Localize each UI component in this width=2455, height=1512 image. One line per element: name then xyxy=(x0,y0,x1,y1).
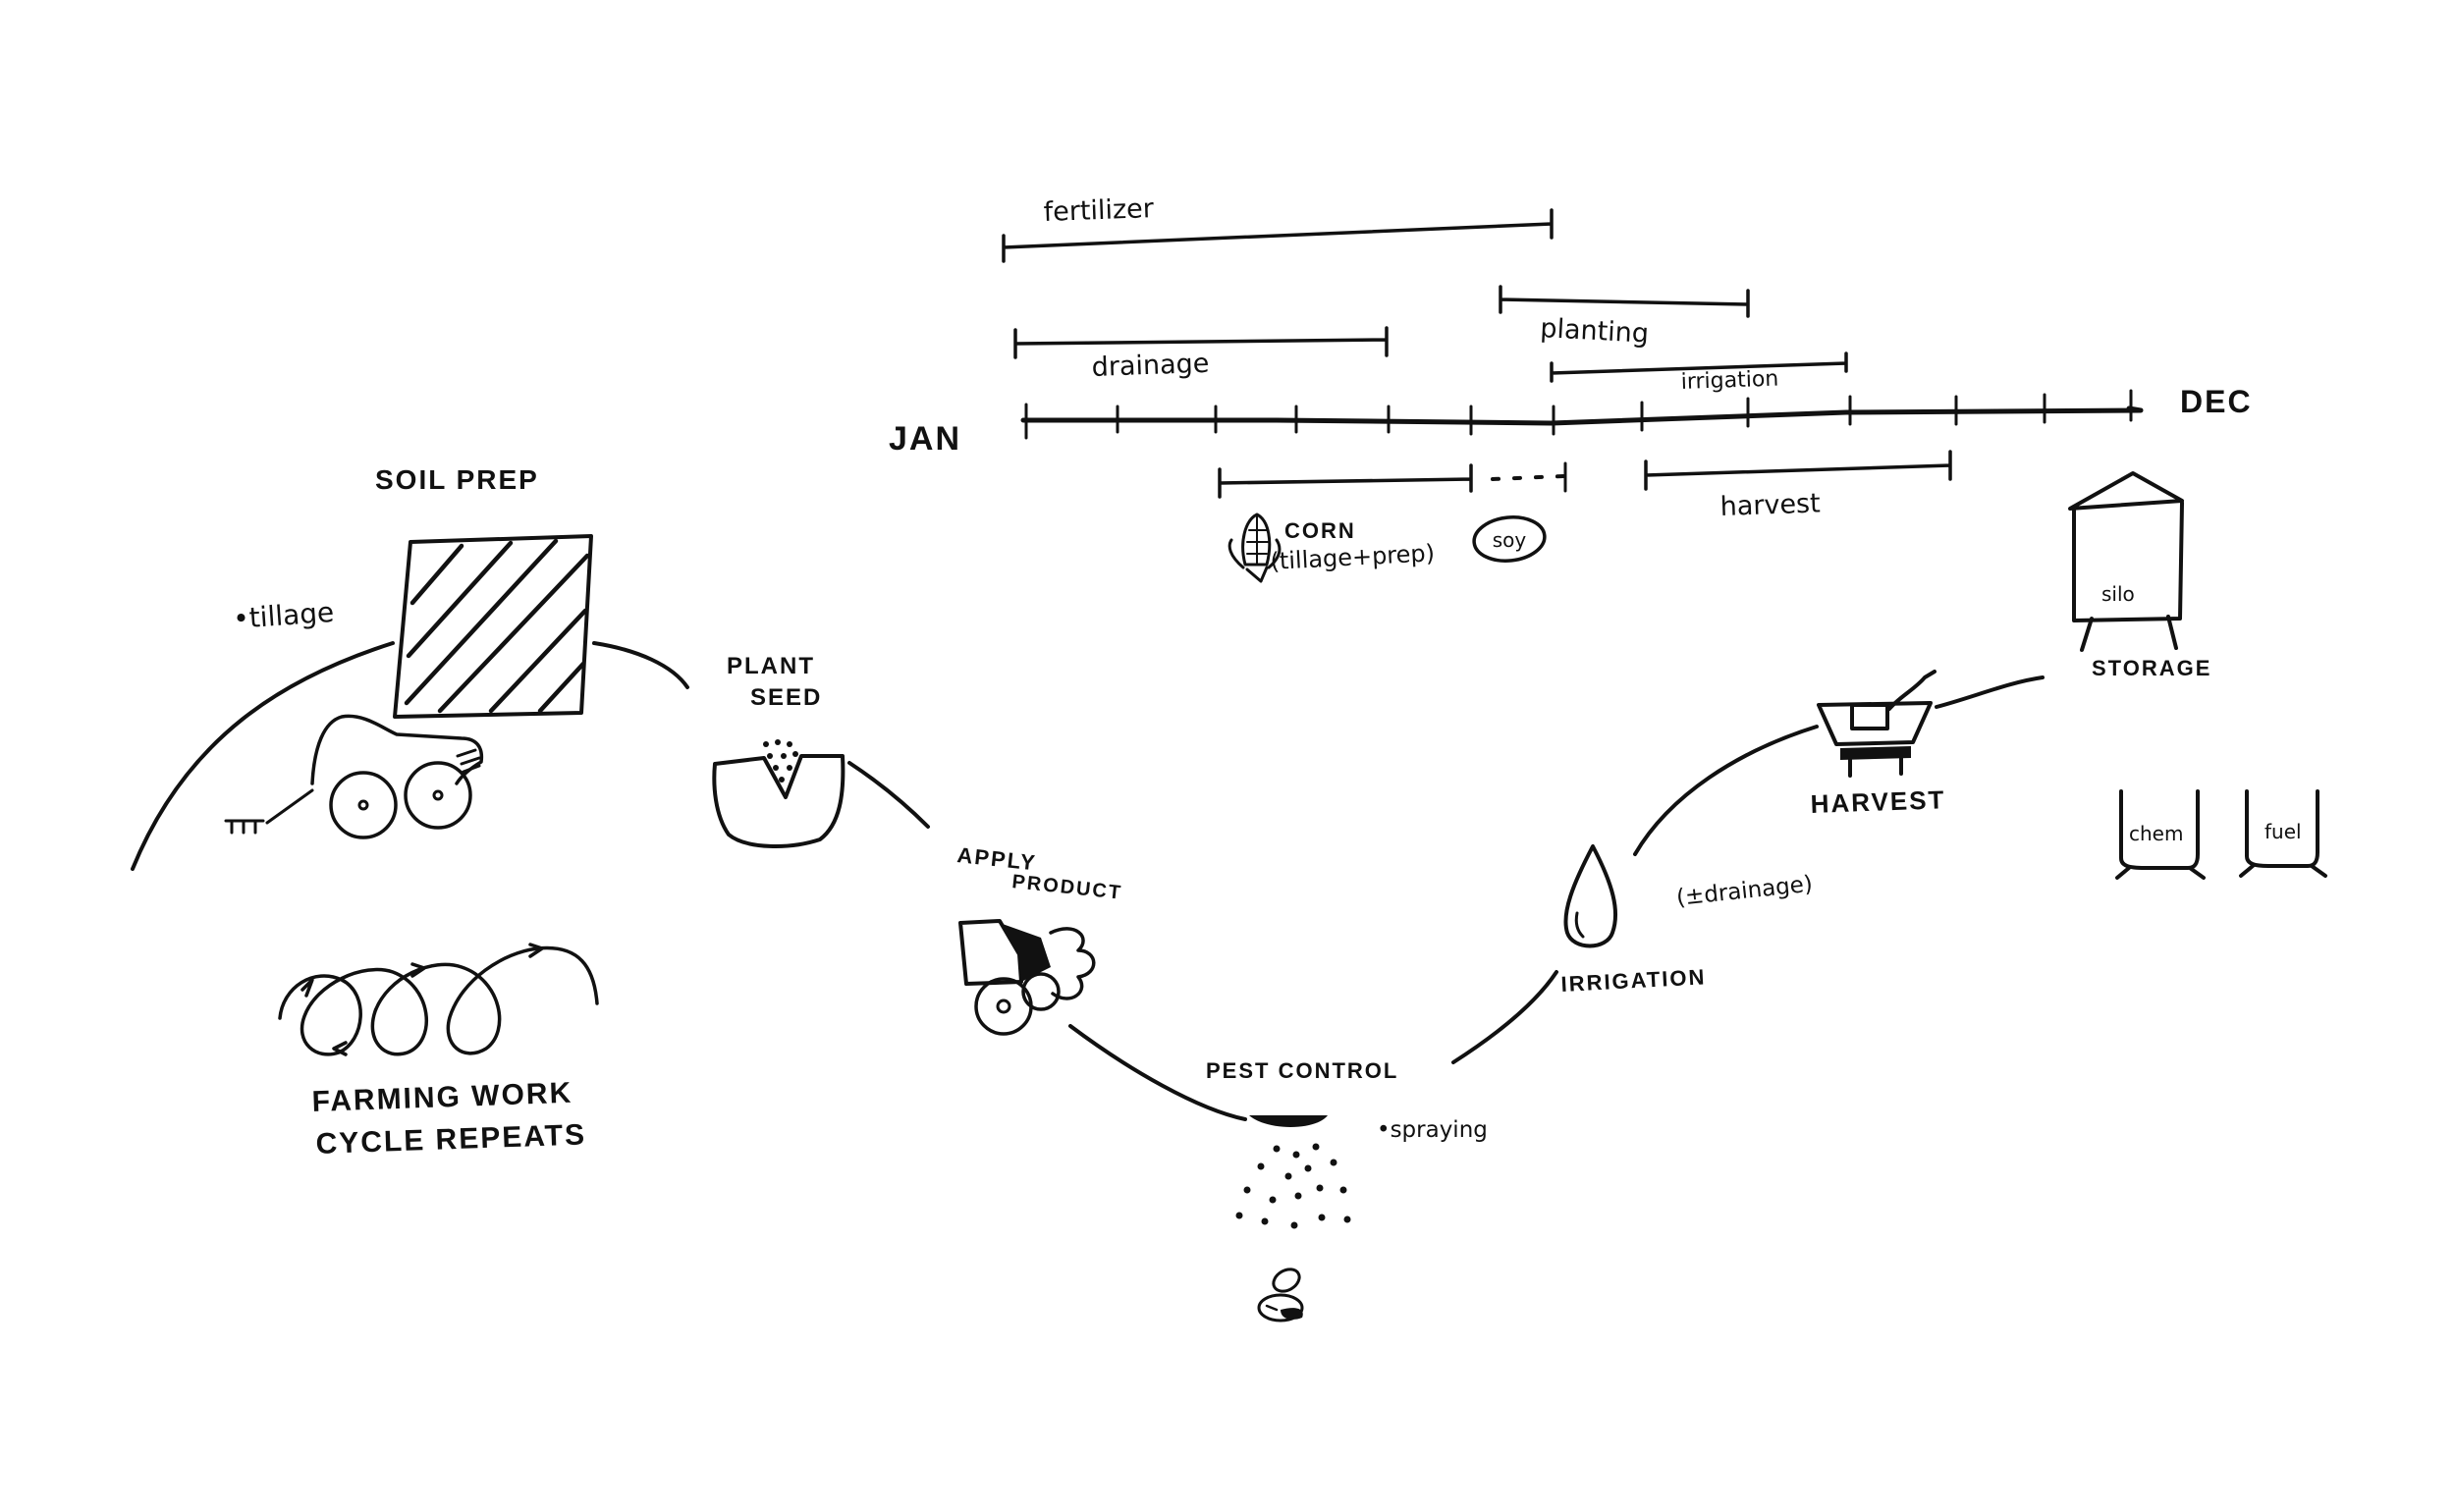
corn-icon xyxy=(1228,513,1282,583)
corn-note: (tillage+prep) xyxy=(1270,539,1436,575)
apply-product-stage: APPLY PRODUCT xyxy=(955,842,1123,1036)
silo-icon: silo xyxy=(2068,471,2184,652)
tractor-icon xyxy=(224,714,484,839)
irrigation-bar: irrigation xyxy=(1550,351,1848,395)
sprayer-tractor-icon xyxy=(958,919,1096,1036)
harvest-bar-label: harvest xyxy=(1719,488,1821,522)
seed-bag-icon xyxy=(712,739,846,848)
pest-control-stage: PEST CONTROL •spraying xyxy=(1206,1058,1488,1323)
fertilizer-bar: fertilizer xyxy=(1002,193,1554,263)
soil-field-icon xyxy=(393,534,593,719)
plant-seed-title-line1: PLANT xyxy=(727,653,815,679)
bee-icon xyxy=(1257,1268,1304,1323)
soy-badge: soy xyxy=(1472,515,1547,563)
water-drop-icon xyxy=(1563,844,1617,948)
soil-prep-note: •tillage xyxy=(232,596,335,635)
fuel-label: fuel xyxy=(2264,820,2302,843)
irrigation-title: IRRIGATION xyxy=(1560,964,1707,997)
harvest-bar: harvest xyxy=(1644,450,1952,522)
pest-control-title: PEST CONTROL xyxy=(1206,1058,1398,1083)
pest-control-note: •spraying xyxy=(1377,1117,1488,1143)
timeline-start-label: JAN xyxy=(889,420,961,458)
fertilizer-bar-label: fertilizer xyxy=(1043,193,1155,228)
chem-label: chem xyxy=(2129,822,2183,845)
cycle-caption-line1: FARMING WORK xyxy=(311,1077,573,1118)
plant-seed-title-line2: SEED xyxy=(750,684,822,711)
storage-stage: STORAGE silo chem fuel xyxy=(2068,471,2327,880)
apply-product-title-line2: PRODUCT xyxy=(1010,871,1123,904)
soil-prep-title: SOIL PREP xyxy=(375,464,539,495)
irrigation-stage: IRRIGATION (±drainage) xyxy=(1560,844,1814,997)
cycle-caption-line2: CYCLE REPEATS xyxy=(315,1118,586,1161)
planting-bar-label: planting xyxy=(1540,313,1650,350)
harvest-title: HARVEST xyxy=(1810,784,1946,819)
apply-product-title-line1: APPLY xyxy=(955,842,1037,875)
storage-title: STORAGE xyxy=(2092,656,2211,680)
timeline-axis xyxy=(1020,405,2144,426)
combine-harvester-icon xyxy=(1817,670,1937,778)
fuel-tank-icon: fuel xyxy=(2239,789,2327,878)
timeline: JAN DEC fertilizer planting xyxy=(889,193,2253,583)
spray-nozzle-icon xyxy=(1235,1115,1351,1229)
corn-bar xyxy=(1218,461,1567,499)
drainage-bar-label: drainage xyxy=(1091,349,1210,383)
drainage-bar: drainage xyxy=(1013,326,1389,383)
soy-label: soy xyxy=(1493,528,1527,552)
soy-dotted-bar xyxy=(1491,474,1565,481)
harvest-stage: HARVEST xyxy=(1810,670,1946,819)
corn-label: CORN xyxy=(1284,518,1356,543)
soil-prep-stage: SOIL PREP •tillage xyxy=(224,464,599,1161)
chem-tank-icon: chem xyxy=(2115,789,2206,880)
irrigation-note: (±drainage) xyxy=(1675,872,1814,911)
repeat-loops-icon xyxy=(278,943,599,1056)
plant-seed-stage: PLANT SEED xyxy=(712,653,846,848)
cycle-path xyxy=(131,641,2045,1121)
planting-bar: planting xyxy=(1499,285,1750,350)
irrigation-bar-label: irrigation xyxy=(1680,367,1778,395)
timeline-end-label: DEC xyxy=(2180,384,2253,419)
silo-label: silo xyxy=(2101,582,2135,606)
timeline-ticks xyxy=(1024,389,2133,440)
